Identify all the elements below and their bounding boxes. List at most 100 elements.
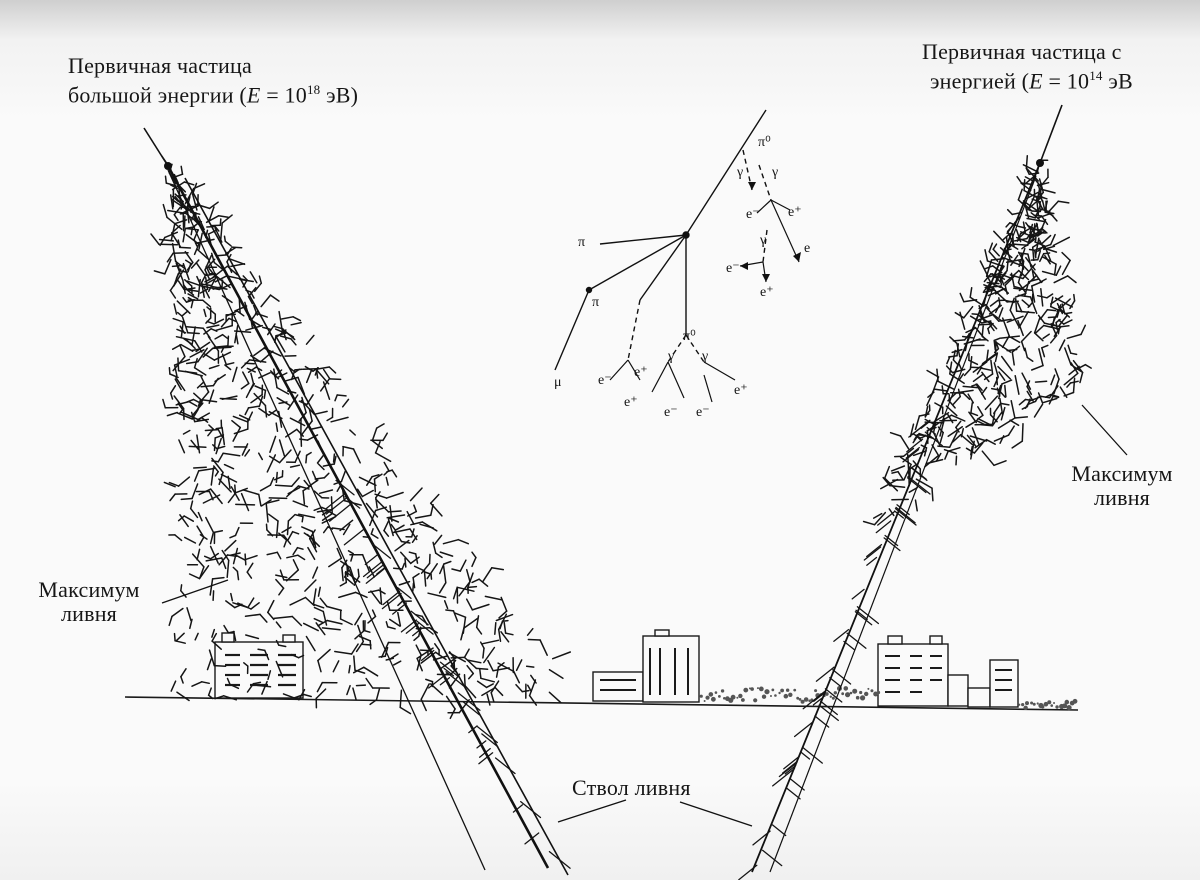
shower-particle-stroke bbox=[387, 515, 404, 518]
shower-particle-stroke bbox=[191, 509, 198, 518]
shower-particle-stroke bbox=[293, 501, 307, 507]
vegetation-dot bbox=[1037, 702, 1039, 704]
shower-particle-stroke bbox=[1027, 358, 1033, 362]
shower-particle-stroke bbox=[332, 497, 333, 514]
shower-particle-stroke bbox=[331, 417, 348, 421]
shower-particle-stroke bbox=[478, 681, 487, 687]
shower-particle-stroke bbox=[308, 548, 315, 560]
shower-particle-stroke bbox=[1000, 399, 1003, 415]
vegetation-dot bbox=[1018, 704, 1020, 706]
shower-particle-stroke bbox=[982, 451, 994, 465]
shower-particle-stroke bbox=[549, 692, 561, 702]
shower-particle-stroke bbox=[259, 408, 269, 415]
sym-e-plus-b: e⁺ bbox=[760, 285, 774, 300]
shower-particle-stroke bbox=[1062, 253, 1070, 261]
shower-particle-stroke bbox=[227, 560, 229, 577]
shower-particle-stroke bbox=[170, 494, 175, 501]
shower-particle-stroke bbox=[411, 488, 423, 501]
shower-particle-stroke bbox=[178, 358, 179, 371]
shower-particle-stroke bbox=[270, 478, 273, 485]
pointer-lines bbox=[162, 405, 1127, 826]
shower-particle-stroke bbox=[180, 247, 191, 248]
shower-particle-stroke bbox=[288, 532, 293, 540]
shower-particle-stroke bbox=[1053, 396, 1059, 397]
shower-particle-stroke bbox=[400, 707, 410, 713]
shower-particle-stroke bbox=[985, 396, 997, 409]
shower-particle-stroke bbox=[1035, 333, 1043, 341]
shower-particle-stroke bbox=[499, 630, 501, 642]
shower-particle-stroke bbox=[472, 552, 476, 557]
shower-particle-stroke bbox=[444, 562, 451, 565]
shower-particle-stroke bbox=[530, 696, 537, 706]
vegetation-dot bbox=[771, 689, 774, 692]
shower-particle-stroke bbox=[197, 549, 200, 559]
shower-particle-stroke bbox=[219, 216, 229, 218]
shower-particle-stroke bbox=[1012, 441, 1022, 448]
shower-particle-stroke bbox=[174, 396, 183, 409]
shower-particle-stroke bbox=[260, 614, 267, 622]
shower-particle-stroke bbox=[225, 365, 231, 370]
vegetation-dot bbox=[784, 694, 789, 699]
shower-particle-stroke bbox=[234, 429, 247, 434]
shower-particle-stroke bbox=[277, 388, 289, 394]
shower-particle-stroke bbox=[999, 308, 1003, 317]
shower-particle-stroke bbox=[483, 568, 492, 582]
shower-particle-stroke bbox=[364, 667, 378, 676]
shower-particle-stroke bbox=[225, 465, 234, 469]
shower-particle-stroke bbox=[481, 678, 494, 682]
shower-particle-stroke bbox=[343, 399, 349, 406]
right-primary-track bbox=[1040, 105, 1062, 163]
shower-trunk-label: Ствол ливня bbox=[572, 776, 691, 800]
trunk-branch-stroke bbox=[521, 802, 541, 818]
shower-particle-stroke bbox=[953, 397, 960, 405]
vegetation-dot bbox=[736, 697, 738, 699]
sym-e-minus-e: e⁻ bbox=[696, 405, 710, 420]
shower-particle-stroke bbox=[188, 333, 199, 334]
shower-particle-stroke bbox=[1012, 352, 1014, 365]
shower-particle-stroke bbox=[487, 694, 490, 705]
shower-particle-stroke bbox=[414, 636, 419, 640]
shower-particle-stroke bbox=[477, 627, 482, 634]
vegetation-dot bbox=[778, 692, 780, 694]
right-primary-exponent: 14 bbox=[1089, 68, 1102, 83]
shower-particle-stroke bbox=[254, 348, 265, 356]
vegetation-dot bbox=[867, 688, 869, 690]
shower-particle-stroke bbox=[390, 619, 400, 626]
vegetation-dot bbox=[850, 692, 853, 695]
right-trunk-side bbox=[770, 176, 1036, 872]
shower-particle-stroke bbox=[402, 563, 404, 569]
shower-particle-stroke bbox=[169, 616, 172, 625]
shower-particle-stroke bbox=[1048, 201, 1058, 212]
shower-particle-stroke bbox=[969, 360, 978, 364]
shower-particle-stroke bbox=[1035, 404, 1043, 417]
vegetation-dot bbox=[750, 687, 754, 691]
shower-particle-stroke bbox=[314, 619, 322, 623]
shower-particle-stroke bbox=[1055, 369, 1059, 379]
shower-particle-stroke bbox=[340, 583, 346, 586]
shower-particle-stroke bbox=[1009, 426, 1015, 435]
sym-e-minus-c: e⁻ bbox=[598, 373, 612, 388]
shower-particle-stroke bbox=[540, 640, 547, 655]
shower-particle-stroke bbox=[236, 528, 239, 536]
shower-particle-stroke bbox=[298, 555, 305, 559]
shower-particle-stroke bbox=[293, 560, 298, 570]
vegetation-dot bbox=[856, 696, 860, 700]
shower-particle-stroke bbox=[282, 317, 294, 319]
right-primary-eq: = 10 bbox=[1043, 68, 1089, 93]
shower-particle-stroke bbox=[280, 440, 285, 456]
shower-particle-stroke bbox=[276, 485, 292, 486]
shower-particle-stroke bbox=[171, 681, 175, 691]
interaction-inset bbox=[555, 110, 801, 402]
shower-particle-stroke bbox=[357, 685, 366, 686]
shower-particle-stroke bbox=[288, 521, 289, 535]
sym-e-minus-a: e⁻ bbox=[746, 207, 760, 222]
left-trunk-side bbox=[168, 170, 485, 870]
vegetation-dot bbox=[700, 695, 703, 698]
shower-particle-stroke bbox=[214, 666, 225, 667]
trunk-branch-stroke bbox=[856, 610, 867, 619]
shower-particle-stroke bbox=[370, 641, 371, 649]
shower-particle-stroke bbox=[327, 621, 342, 624]
shower-particle-stroke bbox=[177, 301, 190, 313]
shower-particle-stroke bbox=[277, 398, 290, 406]
shower-particle-stroke bbox=[392, 470, 396, 477]
